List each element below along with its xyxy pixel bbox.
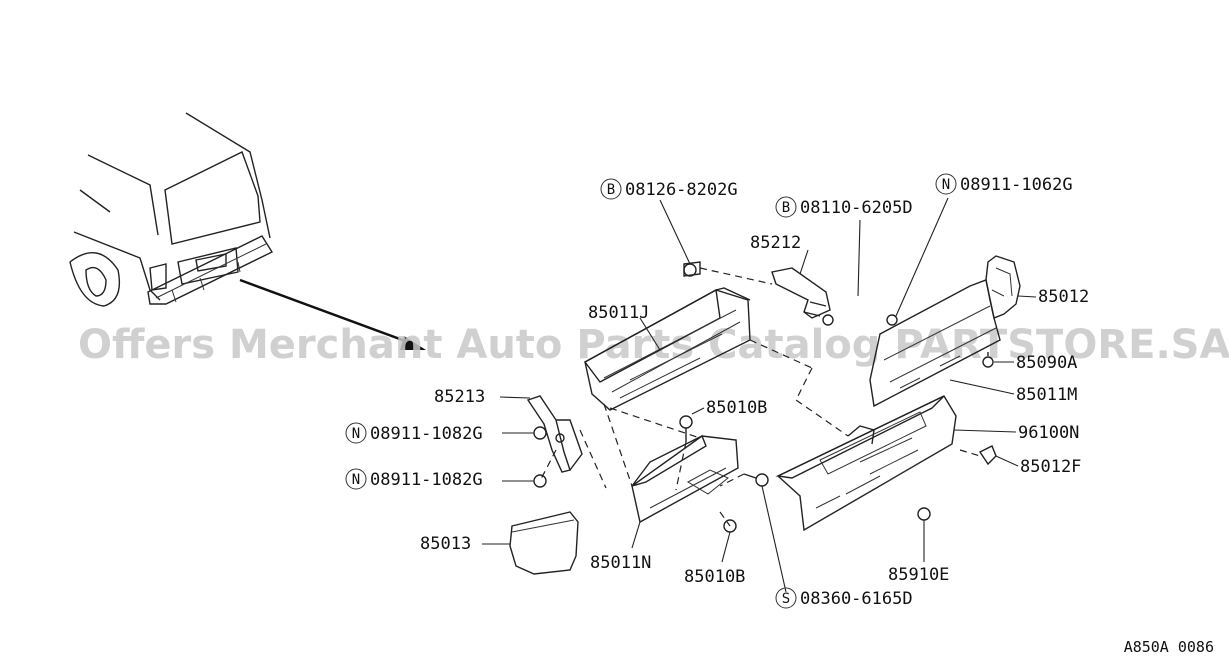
label-08911-1062G: 08911-1062G xyxy=(960,175,1073,195)
label-08911-1082G-b: 08911-1082G xyxy=(370,470,483,490)
nut-08911-1082G-a xyxy=(533,426,547,440)
part-labels: 08126-8202G 08110-6205D 08911-1062G 8521… xyxy=(370,175,1089,609)
clip-85012F xyxy=(978,445,997,466)
label-85212: 85212 xyxy=(750,233,801,253)
nut-08911-1062G xyxy=(886,314,898,326)
part-85012 xyxy=(985,255,1021,319)
part-85011M xyxy=(869,279,1001,408)
prefix-08911-1082G-b: N xyxy=(352,472,360,488)
label-08110-6205D: 08110-6205D xyxy=(800,198,913,218)
circled-prefixes: B B N N N S xyxy=(345,173,957,609)
label-85011J: 85011J xyxy=(588,303,649,323)
clip-85090A xyxy=(982,352,994,368)
prefix-08110: B xyxy=(782,200,790,216)
bolt-08126 xyxy=(683,261,701,277)
leader-lines xyxy=(482,197,1037,593)
label-96100N: 96100N xyxy=(1018,423,1079,443)
nut-08911-1082G-b xyxy=(533,474,547,488)
label-85011N: 85011N xyxy=(590,553,651,573)
pointer-arrow xyxy=(239,278,426,350)
vehicle-illustration xyxy=(69,112,274,307)
label-85012: 85012 xyxy=(1038,287,1089,307)
part-85213 xyxy=(526,395,583,473)
label-08126-8202G: 08126-8202G xyxy=(625,180,738,200)
diagram-reference-code: A850A 0086 xyxy=(1124,638,1214,656)
label-08360-6165D: 08360-6165D xyxy=(800,589,913,609)
part-96100N xyxy=(775,395,957,532)
prefix-08911-1062G: N xyxy=(942,177,950,193)
prefix-08360: S xyxy=(782,591,790,607)
bolt-85910E xyxy=(917,507,931,521)
prefix-08911-1082G-a: N xyxy=(352,426,360,442)
label-08911-1082G-a: 08911-1082G xyxy=(370,424,483,444)
part-85212 xyxy=(771,267,834,326)
part-85013 xyxy=(509,511,579,575)
prefix-08126: B xyxy=(607,182,615,198)
label-85012F: 85012F xyxy=(1020,457,1081,477)
watermark-text: Offers Merchant Auto Parts Catalog PARTS… xyxy=(78,322,1229,368)
bolt-08360 xyxy=(743,473,769,487)
bolt-85010B-top xyxy=(679,415,693,442)
label-85010B-bottom: 85010B xyxy=(684,567,745,587)
label-85010B-top: 85010B xyxy=(706,398,767,418)
label-85910E: 85910E xyxy=(888,565,949,585)
label-85213: 85213 xyxy=(434,387,485,407)
label-85090A: 85090A xyxy=(1016,353,1077,373)
label-85013: 85013 xyxy=(420,534,471,554)
assembly-lines xyxy=(539,267,981,527)
label-85011M: 85011M xyxy=(1016,385,1077,405)
